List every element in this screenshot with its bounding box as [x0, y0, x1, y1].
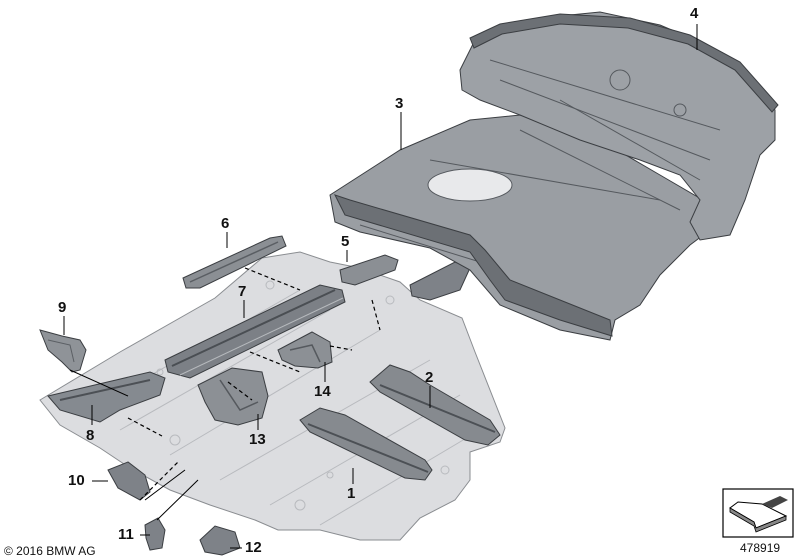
callout-9[interactable]: 9 [58, 299, 67, 316]
callout-7[interactable]: 7 [238, 283, 247, 300]
part-8-detail [59, 379, 151, 401]
part-13[interactable] [197, 367, 269, 426]
part-9-detail [47, 339, 75, 363]
callout-3[interactable]: 3 [395, 95, 404, 112]
part-9[interactable] [39, 329, 87, 373]
callout-11[interactable]: 11 [118, 526, 134, 543]
part-7-highlight [179, 297, 344, 376]
callout-8[interactable]: 8 [86, 427, 95, 444]
part-1[interactable] [299, 407, 433, 481]
callout-14[interactable]: 14 [314, 383, 331, 400]
part-12[interactable] [199, 525, 241, 556]
direction-arrow-icon [722, 488, 794, 538]
callout-6[interactable]: 6 [221, 215, 230, 232]
part-2-detail [379, 384, 496, 433]
callout-1[interactable]: 1 [347, 485, 356, 502]
part-4[interactable] [459, 11, 776, 241]
callout-4[interactable]: 4 [690, 5, 699, 22]
part-14-detail [289, 344, 321, 363]
part-11[interactable] [144, 517, 166, 551]
part-5[interactable] [339, 254, 399, 286]
copyright-text: © 2016 BMW AG [4, 544, 96, 558]
callout-10[interactable]: 10 [68, 472, 85, 489]
callout-12[interactable]: 12 [245, 539, 262, 556]
leader-lines [63, 24, 698, 549]
part-5b[interactable] [409, 261, 471, 301]
part-4-detail [489, 59, 721, 181]
part-4-top-rail [469, 13, 779, 113]
part-8[interactable] [47, 371, 166, 423]
part-10[interactable] [107, 461, 151, 501]
part-7[interactable] [164, 284, 346, 379]
part-1-detail [307, 423, 429, 473]
part-6-detail [189, 241, 279, 283]
part-2[interactable] [369, 364, 501, 446]
callout-2[interactable]: 2 [425, 369, 434, 386]
part-3-front-face [334, 194, 613, 337]
dashed-leaders [127, 267, 381, 501]
callout-5[interactable]: 5 [341, 233, 350, 250]
part-7-detail [171, 289, 336, 367]
callout-13[interactable]: 13 [249, 431, 266, 448]
part-13-detail [219, 379, 259, 411]
diagram-id: 478919 [740, 541, 781, 555]
spare-wheel-well [427, 168, 513, 202]
